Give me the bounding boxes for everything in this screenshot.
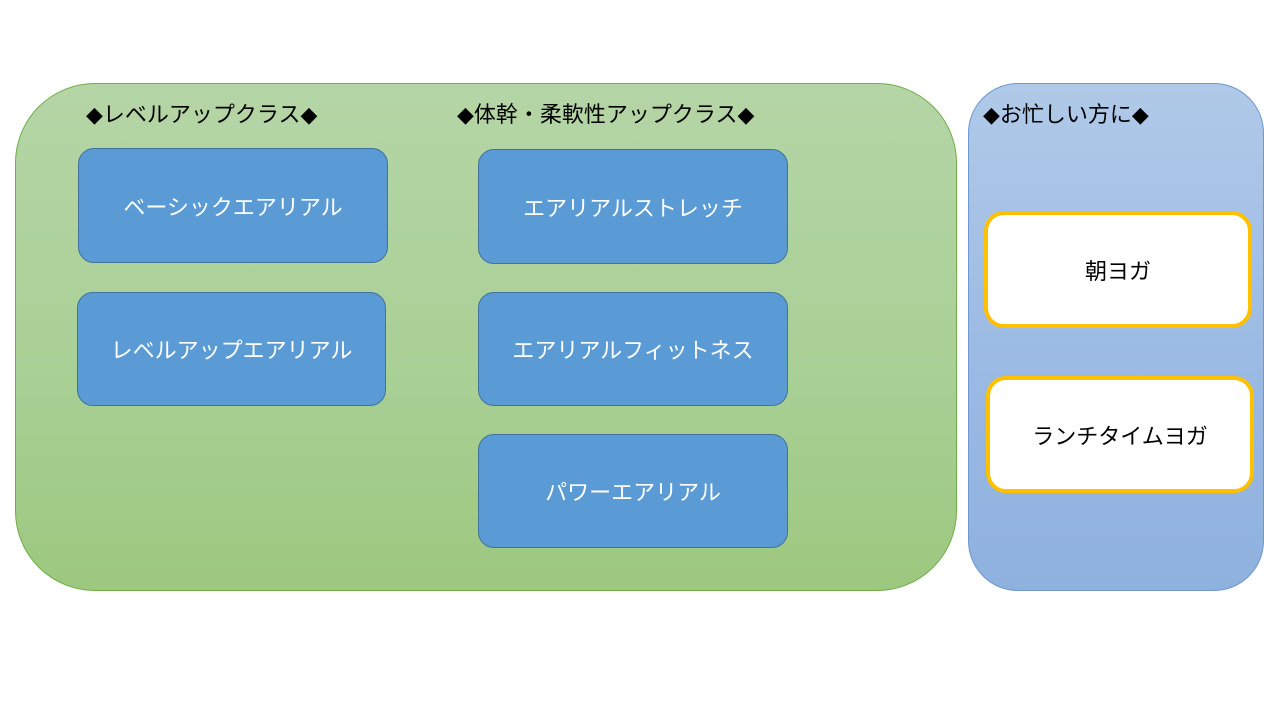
- class-box-aerial-stretch[interactable]: エアリアルストレッチ: [478, 149, 788, 264]
- core-flexibility-class-heading: ◆体幹・柔軟性アップクラス◆: [457, 103, 755, 128]
- class-box-basic-aerial[interactable]: ベーシックエアリアル: [78, 148, 388, 263]
- class-box-morning-yoga[interactable]: 朝ヨガ: [984, 211, 1252, 328]
- busy-people-heading: ◆お忙しい方に◆: [983, 103, 1149, 128]
- class-box-power-aerial[interactable]: パワーエアリアル: [478, 434, 788, 548]
- level-up-class-heading: ◆レベルアップクラス◆: [86, 103, 318, 128]
- class-box-aerial-fitness[interactable]: エアリアルフィットネス: [478, 292, 788, 406]
- class-box-level-up-aerial[interactable]: レベルアップエアリアル: [77, 292, 386, 406]
- class-box-lunchtime-yoga[interactable]: ランチタイムヨガ: [986, 376, 1254, 493]
- busy-people-panel: [968, 83, 1264, 591]
